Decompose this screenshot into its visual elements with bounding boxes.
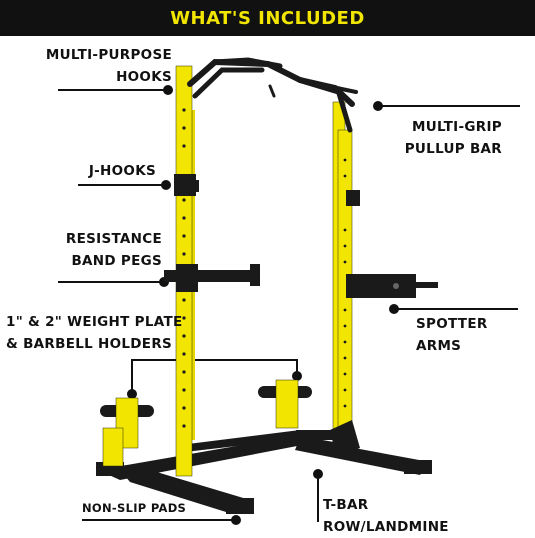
holders-callout-dot-left — [127, 389, 137, 399]
landmine-label-text: T-BAR ROW/LANDMINE — [323, 497, 449, 535]
pullup-callout-dot — [373, 101, 383, 111]
pegs-label-line1: RESISTANCE — [65, 231, 162, 247]
jhooks-label: J-HOOKS — [60, 160, 156, 182]
hooks-callout-dot — [163, 85, 173, 95]
spotter-label-text: SPOTTER ARMS — [416, 316, 488, 354]
weight-plate-holders — [100, 379, 312, 467]
upright-holes — [182, 108, 347, 428]
spotter-arms — [164, 264, 438, 298]
base-frame — [96, 430, 432, 514]
pads-label: NON-SLIP PADS — [82, 497, 202, 519]
pegs-label-line2: BAND PEGS — [71, 253, 162, 269]
j-hooks — [174, 174, 360, 206]
spotter-label: SPOTTER ARMS — [416, 313, 526, 357]
pullup-bar — [187, 57, 358, 133]
pullup-label: MULTI-GRIP PULLUP BAR — [396, 116, 502, 160]
hooks-label: MULTI-PURPOSE HOOKS — [44, 44, 172, 88]
holders-label-line1: 1" & 2" WEIGHT PLATE — [6, 314, 183, 330]
landmine-label: T-BAR ROW/LANDMINE — [323, 494, 493, 538]
hooks-label-line2: HOOKS — [116, 69, 172, 85]
pullup-label-line1: MULTI-GRIP — [412, 119, 502, 135]
holders-label: 1" & 2" WEIGHT PLATE & BARBELL HOLDERS — [6, 311, 184, 355]
header-banner: WHAT'S INCLUDED — [0, 0, 535, 36]
pegs-label: RESISTANCE BAND PEGS — [46, 228, 162, 272]
holders-label-line2: & BARBELL HOLDERS — [6, 336, 173, 352]
spotter-callout-dot — [389, 304, 399, 314]
pads-label-text: NON-SLIP PADS — [82, 501, 187, 515]
landmine-attachment — [296, 420, 360, 456]
landmine-callout-dot — [313, 469, 323, 479]
page-title: WHAT'S INCLUDED — [170, 7, 365, 29]
jhooks-callout-dot — [161, 180, 171, 190]
pads-callout-dot — [231, 515, 241, 525]
holders-callout-dot-right — [292, 371, 302, 381]
hooks-label-line1: MULTI-PURPOSE — [45, 47, 172, 63]
pullup-label-line2: PULLUP BAR — [404, 141, 502, 157]
holders-callout-line — [131, 359, 298, 392]
jhooks-label-text: J-HOOKS — [88, 163, 156, 179]
